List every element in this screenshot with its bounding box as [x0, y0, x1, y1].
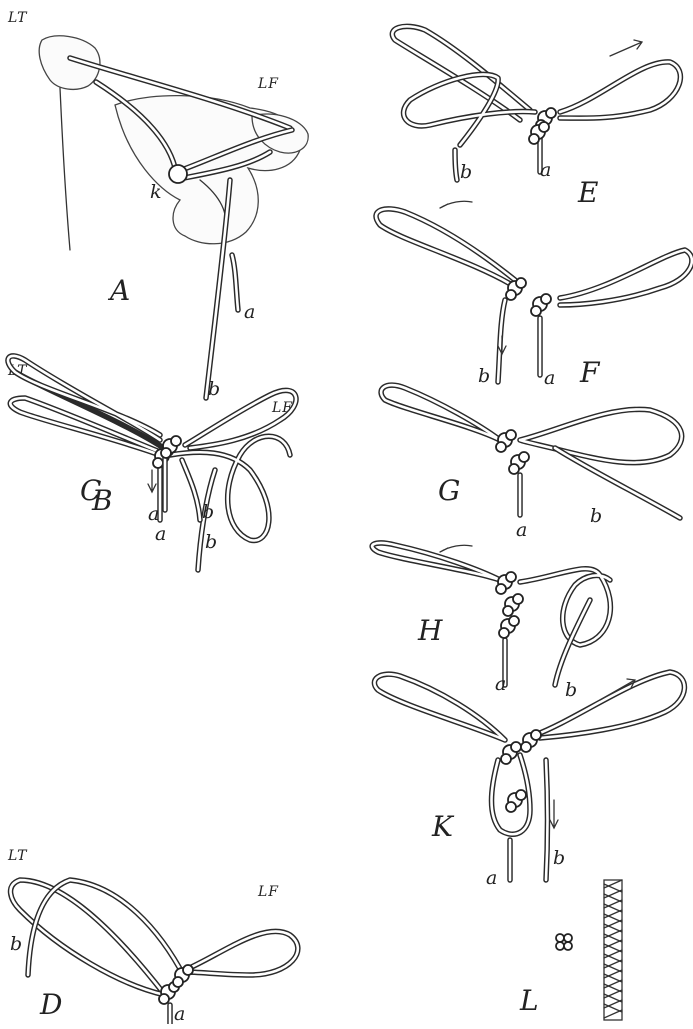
figure-l-label: L: [519, 984, 539, 1017]
figure-h-end-b: b: [565, 679, 577, 701]
figure-e: b a E: [392, 26, 680, 209]
figure-d-left-thumb-label: LT: [7, 848, 28, 864]
figure-a-loop-mark: k: [150, 181, 162, 203]
figure-g-end-a: a: [516, 519, 527, 541]
figure-k-end-a: a: [486, 867, 497, 889]
figure-k-end-b: b: [553, 847, 565, 869]
figure-a: LT LF k a b A: [7, 10, 308, 400]
figure-k: a b K: [374, 672, 684, 889]
figure-h-label: H: [417, 614, 443, 647]
figure-c-end-a: a: [148, 503, 159, 525]
figure-a-label: A: [107, 274, 130, 307]
figure-a-left-thumb-label: LT: [7, 10, 28, 26]
figure-l-braided-sennit: [604, 880, 622, 1020]
figure-d: LT LF b a D: [7, 848, 298, 1024]
figure-d-label: D: [39, 988, 62, 1021]
figure-g: a b G: [381, 385, 682, 541]
figure-l: L: [519, 880, 622, 1020]
figure-b-end-a: a: [155, 523, 166, 545]
figure-d-left-finger-label: LF: [257, 884, 279, 900]
figure-c-label: C: [80, 474, 101, 507]
figure-a-end-b: b: [208, 378, 220, 400]
figure-g-end-b: b: [590, 505, 602, 527]
figure-a-loop-k: [169, 165, 187, 183]
figure-a-end-a: a: [244, 301, 255, 323]
figure-e-end-a: a: [540, 159, 551, 181]
figure-a-wrist-line: [60, 88, 70, 250]
figure-c-end-b: b: [202, 501, 214, 523]
figure-e-end-b: b: [460, 161, 472, 183]
figure-g-label: G: [438, 474, 460, 507]
figure-f-end-a: a: [544, 367, 555, 389]
figure-l-cross-section: [556, 934, 572, 950]
figure-d-end-b: b: [10, 933, 22, 955]
figure-f-end-b: b: [478, 365, 490, 387]
figure-d-end-a: a: [174, 1003, 185, 1024]
figure-a-left-finger-label: LF: [257, 76, 279, 92]
figure-h-end-a: a: [495, 673, 506, 695]
figure-e-label: E: [577, 176, 598, 209]
figure-b-end-b: b: [205, 531, 217, 553]
figure-b: LT LF a b B: [7, 363, 293, 570]
figure-k-label: K: [431, 810, 455, 843]
figure-f-label: F: [579, 356, 601, 389]
figure-f: b a F: [376, 201, 692, 389]
